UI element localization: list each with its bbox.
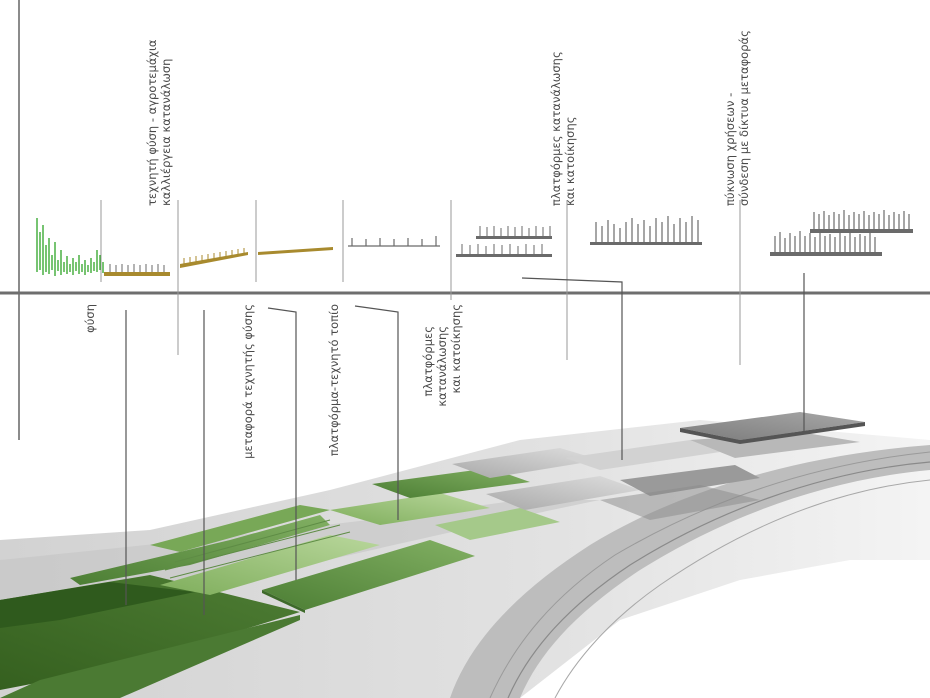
label-platform-landscape-line1: πλατφόρμα-τεχνητό τοπίο [327, 304, 341, 456]
label-nature-line1: φύση [83, 304, 97, 333]
platform-light-green-1 [330, 493, 490, 525]
artificial-nature-bars [104, 247, 333, 276]
platform-gray-3 [565, 440, 720, 470]
platform-top-dark-edge [680, 422, 865, 444]
label-platform-landscape: πλατφόρμα-τεχνητό τοπίο [327, 304, 341, 456]
field-platform-big-edge [262, 590, 305, 613]
label-platforms-bottom-line1: πλατφόρμες [421, 326, 435, 396]
label-platforms-bottom-line3: και κατοίκησης [449, 304, 463, 394]
field-platform-big [262, 540, 475, 610]
label-density-line1: πύκνωση χρήσεων - [723, 93, 737, 206]
density-bars [770, 210, 913, 256]
label-artificial-nature-line1: τεχνητή φύση - αγροτεμάχια [145, 39, 159, 206]
diagram-axes [0, 0, 930, 440]
leader-lines [125, 273, 805, 615]
nature-bars [36, 218, 104, 276]
label-density-line2: σύνδεση με δίκτυα μεταφοράς [737, 30, 751, 206]
leader-platforms [521, 277, 623, 460]
label-nature-metaphor-line1: μεταφορά τεχνητής φύσης [241, 304, 255, 459]
leader-nature-metaphor [267, 307, 297, 580]
label-artificial-nature: τεχνητή φύση - αγροτεμάχια καλλιέργεια κ… [145, 39, 173, 206]
label-nature: φύση [83, 304, 97, 333]
field-strip-left [70, 515, 330, 585]
label-artificial-nature-line2: καλλιέργεια κατανάλωση [159, 59, 173, 206]
label-nature-metaphor: μεταφορά τεχνητής φύσης [241, 304, 255, 459]
built-bars [348, 236, 440, 247]
label-platforms-top-line1: πλατφόρμες κατανάλωσης [549, 51, 563, 206]
road-band [450, 445, 930, 698]
field-strip-lines [164, 519, 351, 579]
label-platforms-top-line2: και κατοίκησης [563, 116, 577, 206]
field-dark-2 [0, 582, 195, 628]
platform-gray-4 [620, 465, 760, 496]
label-platforms-bottom: πλατφόρμες κατανάλωσης και κατοίκησης [421, 304, 463, 407]
field-strip-upper [150, 505, 330, 552]
leader-platform-landscape [354, 305, 399, 520]
label-platforms-bottom-line2: κατανάλωσης [435, 326, 449, 407]
label-platforms-top: πλατφόρμες κατανάλωσης και κατοίκησης [549, 51, 577, 206]
road-line-3 [554, 479, 930, 698]
platform-top-dark [680, 412, 865, 440]
road-line-2 [489, 451, 930, 698]
platform-light-green-2 [435, 508, 560, 540]
platform-bars [456, 216, 702, 257]
platform-gray-1 [452, 448, 600, 478]
field-strip-mid [160, 535, 380, 595]
platform-shadow [600, 485, 760, 520]
field-dark-3 [0, 615, 300, 698]
section-dividers [100, 200, 741, 365]
label-density: πύκνωση χρήσεων - σύνδεση με δίκτυα μετα… [723, 30, 751, 206]
platform-gray-2 [486, 476, 640, 510]
terrain-model [0, 412, 930, 698]
road-line-1 [507, 461, 930, 698]
